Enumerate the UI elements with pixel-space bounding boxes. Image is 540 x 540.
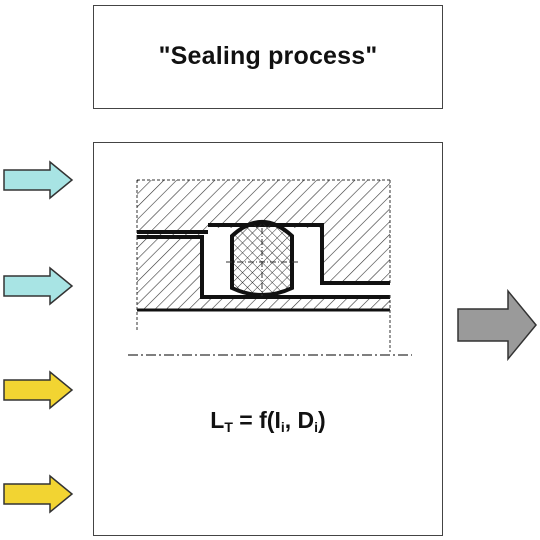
o-ring [226, 220, 298, 297]
formula-sub-2: i [314, 419, 319, 435]
formula-close: ) [318, 407, 326, 433]
formula-comma: , D [284, 407, 315, 433]
formula-sub-1: i [280, 419, 285, 435]
input-arrow-3 [3, 370, 74, 410]
formula-lhs: L [210, 407, 225, 433]
formula-eq: = f(I [232, 407, 281, 433]
shaft [136, 235, 391, 352]
input-arrow-1 [3, 160, 74, 200]
input-arrow-4 [3, 474, 74, 514]
output-arrow [457, 288, 537, 362]
formula-label: LT = f(Ii, Di) [94, 407, 442, 435]
diagram-title: "Sealing process" [158, 42, 378, 70]
formula-lhs-sub: T [224, 419, 233, 435]
input-arrow-2 [3, 266, 74, 306]
title-box: "Sealing process" [93, 5, 443, 109]
